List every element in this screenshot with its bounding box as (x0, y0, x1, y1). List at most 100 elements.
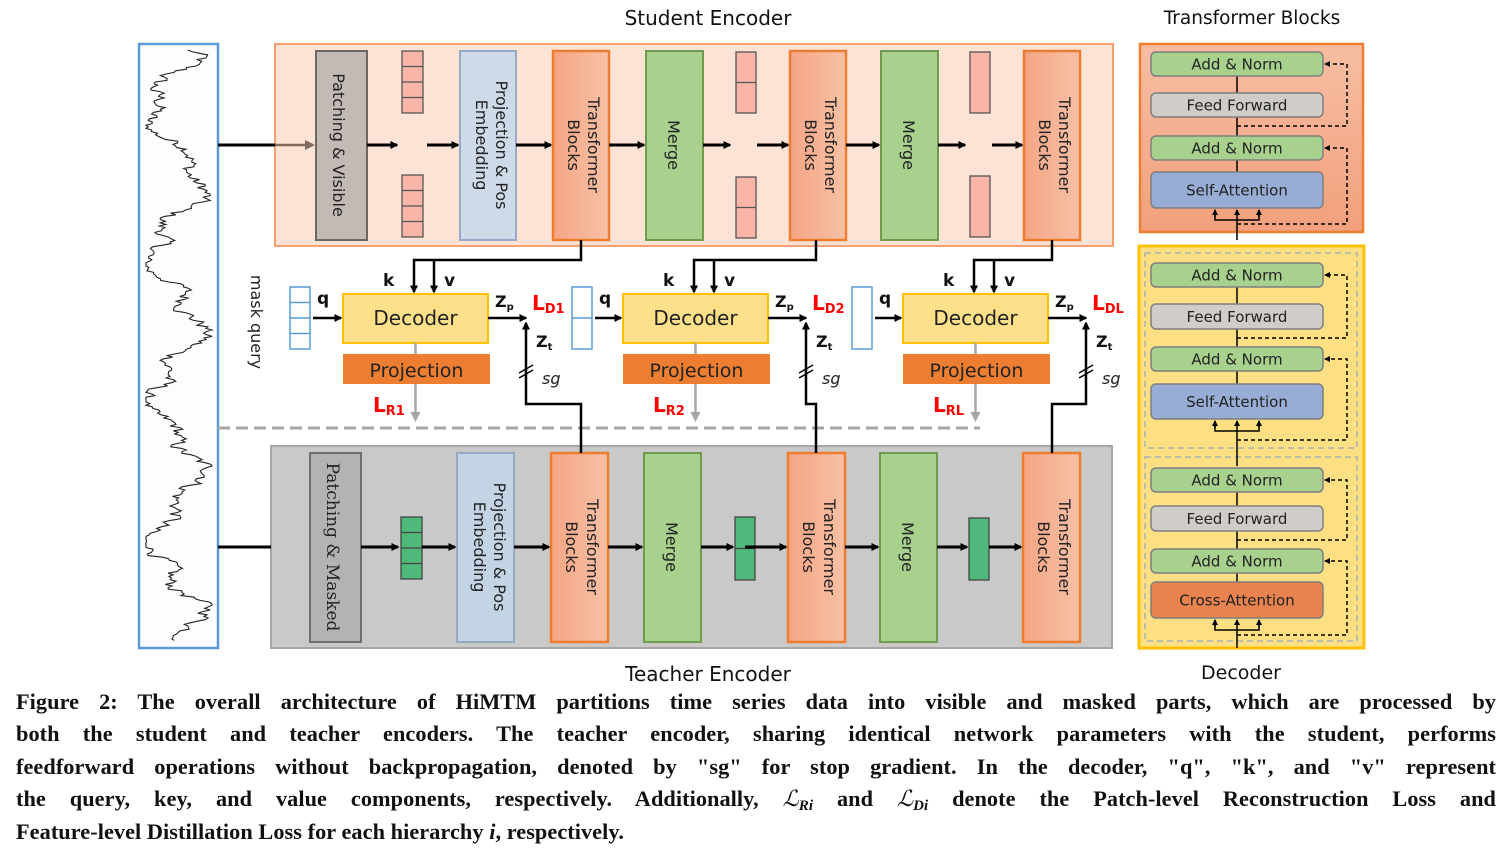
caption-line-2: both the student and teacher encoders. T… (16, 721, 1496, 747)
svg-text:Blocks: Blocks (1034, 521, 1053, 573)
value-label: v (1004, 271, 1015, 291)
reconstruction-loss-symbol: ℒ (782, 786, 799, 813)
svg-text:Blocks: Blocks (801, 119, 820, 171)
sg-label: sg (1102, 369, 1121, 388)
decoder-label: Decoder (373, 306, 458, 330)
student-visible-tokens-2 (735, 51, 757, 239)
teacher-transformer-block-3: Transformer Blocks (1021, 451, 1082, 644)
tb-feed-forward-label: Feed Forward (1187, 97, 1288, 115)
caption-line-1: Figure 2: The overall architecture of Hi… (16, 689, 1496, 714)
teacher-feature-arrow (802, 321, 818, 453)
stop-gradient-mark (518, 364, 534, 374)
decoder-box (342, 293, 489, 344)
reconstruction-loss-label: LR1 (373, 393, 405, 419)
value-label: v (444, 271, 455, 291)
svg-text:Transformer: Transformer (584, 96, 603, 193)
key-value-connector (970, 240, 1054, 294)
residual-connection (1237, 272, 1348, 339)
svg-text:Transformer: Transformer (1055, 498, 1074, 595)
time-series-wave (144, 49, 215, 641)
mask-query-tokens-2 (571, 286, 593, 350)
teacher-projection-block: Projection & Pos Embedding (456, 452, 515, 643)
projection-box (623, 354, 770, 384)
svg-text:Projection & Pos: Projection & Pos (490, 483, 509, 612)
mask-query-tokens-1 (289, 286, 311, 350)
teacher-transformer-block-2: Transformer Blocks (786, 451, 847, 644)
svg-text:Transformer: Transformer (1055, 96, 1074, 193)
teacher-merge-block-2: Merge (879, 452, 938, 643)
teacher-encoder-title: Teacher Encoder (624, 662, 791, 686)
svg-text:Merge: Merge (898, 522, 917, 572)
query-label: q (599, 289, 611, 309)
student-merge-block-2: Merge (880, 50, 939, 241)
key-value-connector (410, 240, 583, 294)
tb-self-attention (1150, 171, 1324, 209)
residual-connection (1237, 145, 1348, 225)
svg-text:Blocks: Blocks (1035, 119, 1054, 171)
dec-lower-cross-attention (1150, 581, 1324, 619)
teacher-patching-block: Patching & Masked (309, 452, 362, 643)
svg-text:Blocks: Blocks (799, 521, 818, 573)
tb-add-norm-bottom-label: Add & Norm (1191, 140, 1282, 158)
student-patching-block: Patching & Visible (315, 50, 368, 241)
projection-label: Projection (650, 360, 744, 382)
tb-add-norm-bottom (1150, 135, 1324, 161)
dec-lower-feed-forward-label: Feed Forward (1187, 510, 1288, 528)
himtm-architecture-diagram: Student Encoder Teacher Encoder Transfor… (137, 6, 1366, 686)
teacher-masked-tokens-1 (400, 516, 423, 580)
dec-upper-self-attention (1150, 383, 1324, 420)
dec-upper-add-norm-top-label: Add & Norm (1191, 267, 1282, 285)
svg-text:Patching & Visible: Patching & Visible (329, 73, 348, 217)
reconstruction-loss-label: LR2 (653, 393, 685, 419)
zt-label: Zt (1096, 332, 1113, 353)
stop-gradient-mark (798, 364, 814, 374)
distillation-loss-label: LD1 (532, 291, 565, 317)
dec-lower-feed-forward (1150, 505, 1324, 532)
projection-box (343, 354, 490, 384)
svg-text:Merge: Merge (664, 120, 683, 170)
dec-lower-add-norm-bottom-label: Add & Norm (1191, 553, 1282, 571)
query-label: q (879, 289, 891, 309)
value-label: v (724, 271, 735, 291)
student-visible-tokens-1 (401, 50, 424, 238)
decoder-title: Decoder (1201, 662, 1281, 684)
reconstruction-loss-label: LRL (933, 393, 964, 419)
transformer-blocks-title: Transformer Blocks (1163, 8, 1341, 29)
zp-label: Zp (775, 292, 794, 313)
residual-connection (1237, 356, 1348, 441)
projection-box (903, 354, 1050, 384)
query-label: q (317, 289, 329, 309)
key-label: k (943, 271, 955, 291)
svg-text:Merge: Merge (899, 120, 918, 170)
projection-label: Projection (370, 360, 464, 382)
svg-text:Transformer: Transformer (821, 96, 840, 193)
distillation-loss-label: LD2 (812, 291, 845, 317)
caption-line-3: feedforward operations without backpropa… (16, 753, 1496, 779)
tb-add-norm-top-label: Add & Norm (1191, 56, 1282, 74)
decoder-label: Decoder (653, 306, 738, 330)
dec-upper-feed-forward-label: Feed Forward (1187, 308, 1288, 326)
caption-line-4: the query, key, and value components, re… (16, 786, 1496, 815)
student-transformer-block-3: Transformer Blocks (1022, 49, 1082, 242)
dec-upper-add-norm-bottom-label: Add & Norm (1191, 351, 1282, 369)
decoder-label: Decoder (933, 306, 1018, 330)
dec-upper-feed-forward (1150, 303, 1324, 330)
key-label: k (663, 271, 675, 291)
svg-text:Transformer: Transformer (820, 498, 839, 595)
dec-lower-add-norm-bottom (1150, 548, 1324, 574)
mask-query-label: mask query (247, 275, 266, 369)
residual-connection (1237, 477, 1348, 541)
mask-query-tokens-3 (851, 286, 873, 350)
figure-caption: Figure 2: The overall architecture of Hi… (16, 686, 1496, 848)
tb-feed-forward (1150, 92, 1324, 118)
stop-gradient-mark (1078, 364, 1094, 374)
distillation-loss-symbol: ℒ (896, 786, 914, 813)
dec-upper-self-attention-label: Self-Attention (1186, 393, 1288, 411)
svg-text:Blocks: Blocks (564, 119, 583, 171)
tb-add-norm-top (1150, 51, 1324, 77)
key-label: k (383, 271, 395, 291)
svg-text:Projection & Pos: Projection & Pos (492, 81, 511, 210)
